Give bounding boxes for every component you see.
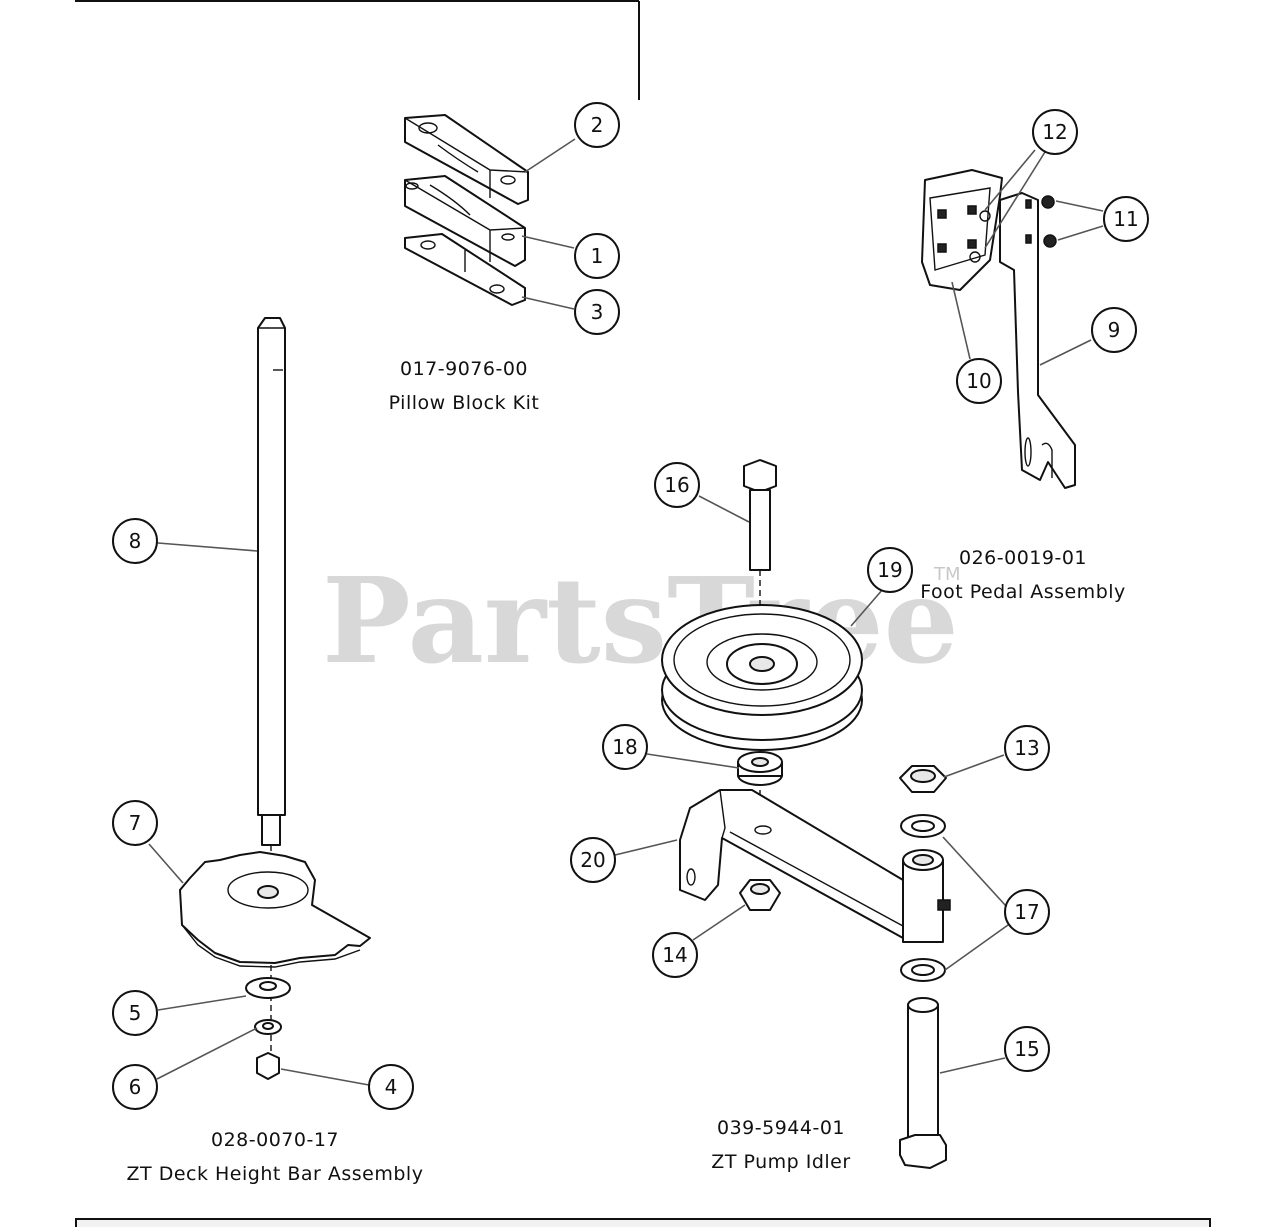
- callout-7: 7: [112, 800, 158, 846]
- caption-foot-pedal-assembly: 026-0019-01 Foot Pedal Assembly: [920, 547, 1126, 603]
- callout-5: 5: [112, 990, 158, 1036]
- pillow-block-kit-drawing: [404, 114, 529, 306]
- callout-number: 7: [129, 811, 142, 835]
- callout-number: 10: [966, 369, 991, 393]
- part-number: 028-0070-17: [211, 1129, 339, 1151]
- callout-number: 2: [591, 113, 604, 137]
- caption-pillow-block-kit: 017-9076-00 Pillow Block Kit: [389, 358, 540, 414]
- callout-number: 1: [591, 244, 604, 268]
- callout-4: 4: [368, 1064, 414, 1110]
- callout-20: 20: [570, 837, 616, 883]
- callout-14: 14: [652, 932, 698, 978]
- part-number: 026-0019-01: [959, 547, 1087, 569]
- callout-12: 12: [1032, 109, 1078, 155]
- callout-number: 9: [1108, 318, 1121, 342]
- callout-number: 3: [591, 300, 604, 324]
- watermark: PartsTree TM: [322, 551, 961, 690]
- callout-18: 18: [602, 724, 648, 770]
- callout-number: 18: [612, 735, 637, 759]
- watermark-text: PartsTree: [322, 551, 959, 690]
- assembly-name: Foot Pedal Assembly: [920, 581, 1126, 603]
- callout-number: 19: [877, 558, 902, 582]
- callout-number: 15: [1014, 1037, 1039, 1061]
- callout-2: 2: [574, 102, 620, 148]
- callout-16: 16: [654, 462, 700, 508]
- callout-number: 5: [129, 1001, 142, 1025]
- part-number: 017-9076-00: [400, 358, 528, 380]
- callout-11: 11: [1103, 196, 1149, 242]
- callout-number: 17: [1014, 900, 1039, 924]
- assembly-name: ZT Deck Height Bar Assembly: [127, 1163, 424, 1185]
- callout-number: 4: [385, 1075, 398, 1099]
- callout-number: 20: [580, 848, 605, 872]
- callout-number: 6: [129, 1075, 142, 1099]
- foot-pedal-drawing: [921, 169, 1076, 489]
- callout-15: 15: [1004, 1026, 1050, 1072]
- callout-1: 1: [574, 233, 620, 279]
- callout-10: 10: [956, 358, 1002, 404]
- assembly-name: ZT Pump Idler: [711, 1151, 850, 1173]
- callout-17: 17: [1004, 889, 1050, 935]
- callout-number: 8: [129, 529, 142, 553]
- watermark-trademark: TM: [933, 564, 961, 585]
- assembly-name: Pillow Block Kit: [389, 392, 540, 414]
- callout-number: 16: [664, 473, 689, 497]
- deck-height-bar-drawing: [179, 317, 371, 1080]
- pump-idler-drawing: [661, 459, 951, 1169]
- callout-number: 13: [1014, 736, 1039, 760]
- caption-deck-height-bar: 028-0070-17 ZT Deck Height Bar Assembly: [127, 1129, 424, 1185]
- callout-13: 13: [1004, 725, 1050, 771]
- leader-lines: [148, 138, 1104, 1086]
- page-frame: [75, 0, 1211, 1227]
- callout-19: 19: [867, 547, 913, 593]
- callout-8: 8: [112, 518, 158, 564]
- callout-number: 12: [1042, 120, 1067, 144]
- callout-9: 9: [1091, 307, 1137, 353]
- callout-number: 14: [662, 943, 687, 967]
- part-number: 039-5944-01: [717, 1117, 845, 1139]
- callout-number: 11: [1113, 207, 1138, 231]
- caption-pump-idler: 039-5944-01 ZT Pump Idler: [711, 1117, 850, 1173]
- callout-6: 6: [112, 1064, 158, 1110]
- callout-3: 3: [574, 289, 620, 335]
